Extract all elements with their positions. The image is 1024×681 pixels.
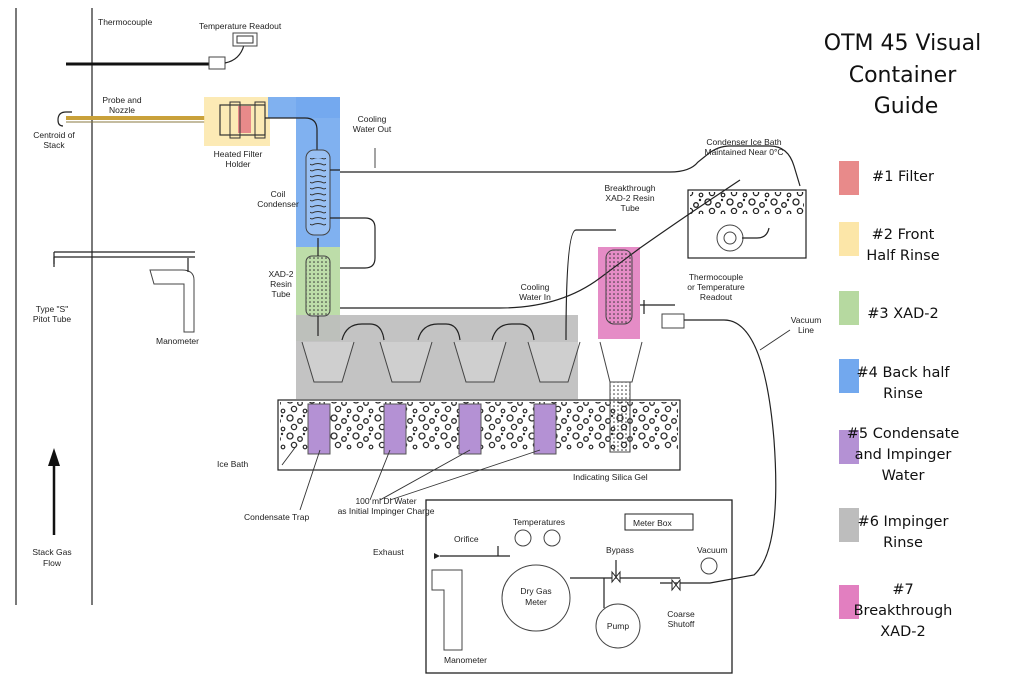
condenser-ice-bath xyxy=(687,189,807,259)
legend xyxy=(839,161,859,619)
legend-swatch-xad2 xyxy=(839,291,859,325)
filter-highlight xyxy=(238,106,251,133)
label-condensate-trap: Condensate Trap xyxy=(244,512,309,522)
legend-swatch-breakthrough xyxy=(839,585,859,619)
legend-swatch-impinger-rinse xyxy=(839,508,859,542)
label-temperature-readout: Temperature Readout xyxy=(199,21,282,31)
manometer-left-shape xyxy=(149,269,195,333)
label-temperatures: Temperatures xyxy=(513,517,565,527)
pump xyxy=(595,603,641,649)
label-meter-box: Meter Box xyxy=(633,518,672,528)
impinger-group xyxy=(301,229,616,455)
legend-swatch-filter xyxy=(839,161,859,195)
legend-swatch-front-half xyxy=(839,222,859,256)
label-ice-bath: Ice Bath xyxy=(217,459,248,469)
label-manometer-bottom: Manometer xyxy=(444,655,487,665)
label-thermocouple: Thermocouple xyxy=(98,17,153,27)
meter-box xyxy=(425,499,733,674)
legend-swatch-back-half xyxy=(839,359,859,393)
silica-gel-impinger xyxy=(609,381,631,453)
thermocouple-connector xyxy=(208,56,226,70)
label-orifice: Orifice xyxy=(454,534,479,544)
label-bypass: Bypass xyxy=(606,545,634,555)
label-exhaust: Exhaust xyxy=(373,547,404,557)
legend-label-1: #1 Filter xyxy=(872,169,934,185)
vacuum-line xyxy=(660,319,777,584)
label-indicating-silica: Indicating Silica Gel xyxy=(573,472,648,482)
title: OTM 45 Visual Container Guide xyxy=(824,31,988,119)
front-half-rinse-highlight xyxy=(204,97,270,146)
legend-swatch-condensate xyxy=(839,430,859,464)
label-manometer-left: Manometer xyxy=(156,336,199,346)
label-type-s: Type "S"Pitot Tube xyxy=(33,304,72,324)
label-vacuum: Vacuum xyxy=(697,545,728,555)
dry-gas-meter xyxy=(501,564,571,632)
breakthrough-tube xyxy=(605,249,633,325)
legend-label-3: #3 XAD-2 xyxy=(867,306,938,322)
manometer-bottom-shape xyxy=(431,569,463,651)
label-pump: Pump xyxy=(607,621,629,631)
xad2-tube xyxy=(305,255,331,317)
